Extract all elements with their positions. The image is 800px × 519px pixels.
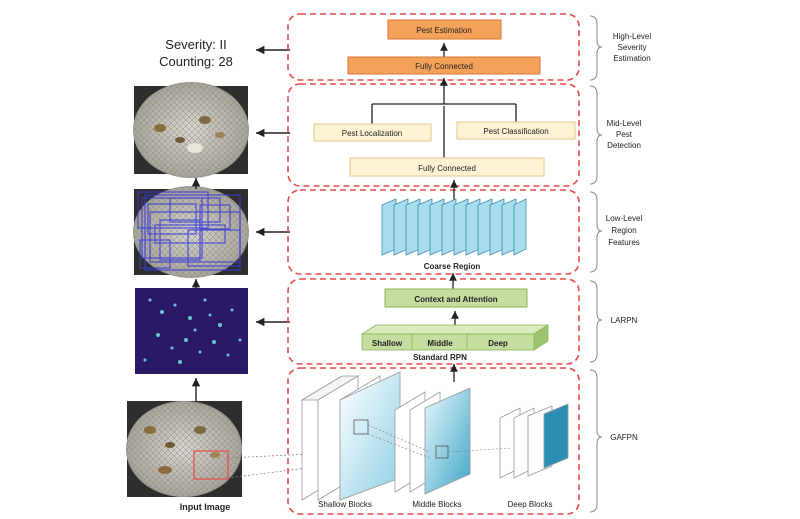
- fully-connected-mid-label: Fully Connected: [418, 164, 476, 173]
- input-image: [126, 401, 242, 497]
- result-image: [133, 82, 249, 178]
- counting-label: Counting: 28: [159, 54, 233, 69]
- middle-blocks: [394, 387, 471, 495]
- result-text: Severity: II Counting: 28: [159, 37, 233, 69]
- localization-classification-connector: [371, 103, 517, 124]
- fully-connected-top-block: [347, 56, 541, 75]
- panel-larpn: [287, 278, 580, 365]
- panel-gafpn: [287, 367, 580, 515]
- stage-gafpn-label: GAFPN: [610, 433, 638, 442]
- pest-localization-block: [313, 123, 432, 142]
- panel-low: [287, 189, 580, 275]
- panel-high: [287, 13, 580, 81]
- panel-to-image-arrows: [255, 45, 290, 327]
- stage-label-mid: Mid-Level Pest Detection: [607, 119, 642, 150]
- stage-larpn-label: LARPN: [611, 316, 638, 325]
- pest-localization-label: Pest Localization: [342, 129, 402, 138]
- fully-connected-mid-block: [349, 157, 545, 177]
- deep-blocks: [499, 403, 569, 479]
- stage-mid-line1: Mid-Level: [607, 119, 642, 128]
- deep-blocks-label: Deep Blocks: [508, 500, 553, 509]
- shallow-blocks: [300, 371, 401, 501]
- attention-map-image: [135, 288, 248, 374]
- stage-mid-line3: Detection: [607, 141, 641, 150]
- shallow-blocks-label: Shallow Blocks: [318, 500, 372, 509]
- region-feature-image: [133, 186, 249, 278]
- pest-estimation-block: [387, 19, 502, 40]
- rpn-shallow-label: Shallow: [372, 339, 403, 348]
- stage-label-high: High-Level Severity Estimation: [613, 32, 651, 63]
- panel-mid: [287, 83, 580, 187]
- stage-label-low: Low-Level Region Features: [606, 214, 643, 247]
- rpn-deep-label: Deep: [488, 339, 508, 348]
- standard-rpn-bar: [360, 324, 550, 351]
- stage-high-line3: Estimation: [613, 54, 650, 63]
- stage-braces: [589, 15, 603, 513]
- dashed-panels: [287, 13, 580, 515]
- stage-low-line1: Low-Level: [606, 214, 643, 223]
- stage-low-line2: Region: [611, 226, 636, 235]
- block-connectors: [367, 424, 513, 459]
- crop-box: [193, 450, 229, 480]
- severity-label: Severity: II: [165, 37, 226, 52]
- pest-classification-block: [456, 121, 576, 140]
- coarse-region-label: Coarse Region: [424, 262, 481, 271]
- standard-rpn-label: Standard RPN: [413, 353, 467, 362]
- fully-connected-top-label: Fully Connected: [415, 62, 473, 71]
- context-attention-block: [384, 288, 528, 308]
- middle-blocks-label: Middle Blocks: [412, 500, 461, 509]
- pest-estimation-label: Pest Estimation: [416, 26, 472, 35]
- coarse-region-plates: [381, 198, 527, 256]
- input-image-label: Input Image: [180, 502, 231, 512]
- rpn-middle-label: Middle: [427, 339, 453, 348]
- stage-low-line3: Features: [608, 238, 640, 247]
- stage-high-line2: Severity: [618, 43, 647, 52]
- pest-classification-label: Pest Classification: [483, 127, 548, 136]
- context-attention-label: Context and Attention: [414, 295, 497, 304]
- stage-high-line1: High-Level: [613, 32, 651, 41]
- stage-mid-line2: Pest: [616, 130, 633, 139]
